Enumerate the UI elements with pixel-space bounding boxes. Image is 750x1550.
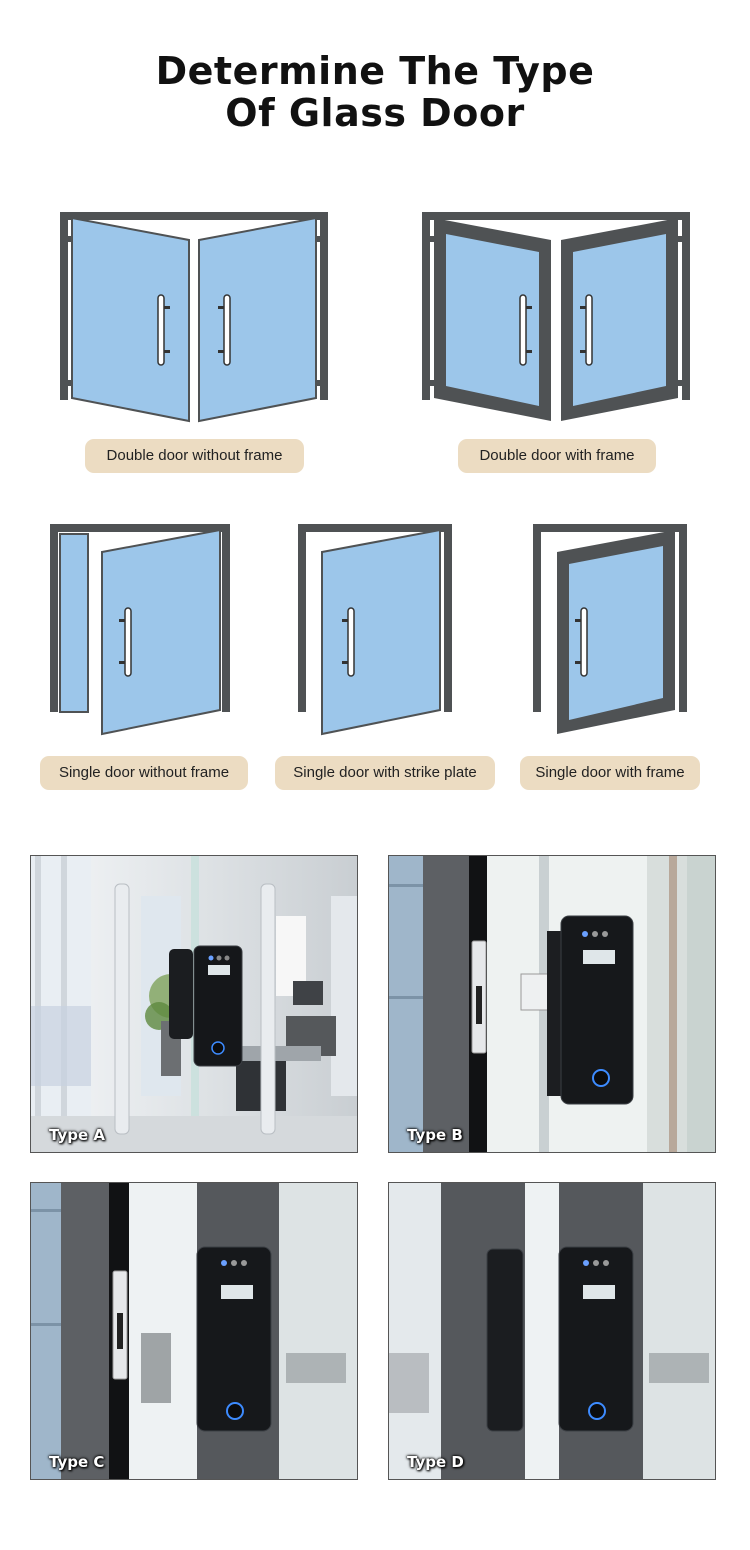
door-type-label: Single door without frame — [40, 756, 248, 790]
double-door-with-frame-diagram — [422, 212, 690, 421]
door-type-label: Single door with frame — [520, 756, 700, 790]
door-type-label: Single door with strike plate — [275, 756, 495, 790]
type-label: Type B — [407, 1126, 463, 1144]
double-door-without-frame-diagram — [60, 212, 328, 423]
type-label: Type D — [407, 1453, 464, 1471]
page-title: Determine The Type Of Glass Door — [0, 50, 750, 134]
door-type-label: Double door without frame — [85, 439, 304, 473]
type-a-photo: Type A — [30, 855, 358, 1153]
type-c-photo: Type C — [30, 1182, 358, 1480]
type-label: Type C — [49, 1453, 105, 1471]
type-label: Type A — [49, 1126, 105, 1144]
single-door-with-frame-diagram — [533, 524, 687, 734]
single-door-with-strike-plate-diagram — [298, 524, 452, 736]
title-line-2: Of Glass Door — [225, 91, 525, 135]
single-door-without-frame-diagram — [50, 524, 230, 736]
door-type-label: Double door with frame — [458, 439, 656, 473]
type-d-photo: Type D — [388, 1182, 716, 1480]
type-b-photo: Type B — [388, 855, 716, 1153]
title-line-1: Determine The Type — [155, 49, 595, 93]
